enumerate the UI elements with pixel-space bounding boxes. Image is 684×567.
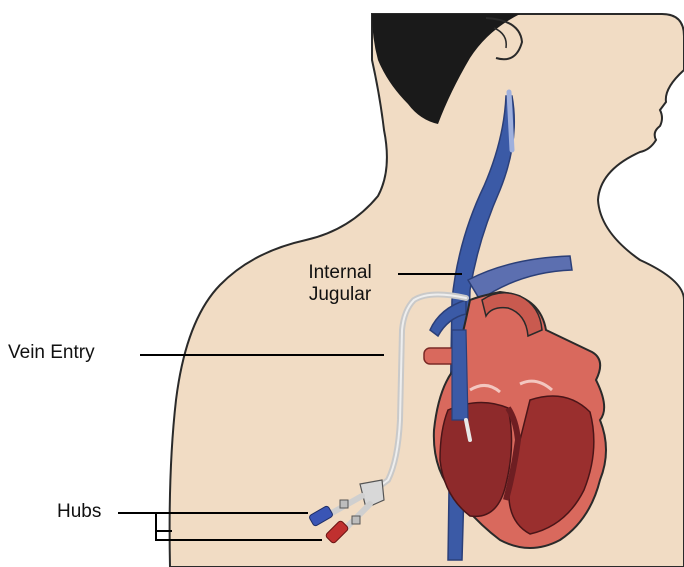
vein-entry-label: Vein Entry <box>8 342 95 364</box>
superior-vena-cava <box>452 330 468 420</box>
internal-jugular-label-line2: Jugular <box>296 284 384 306</box>
hubs-label: Hubs <box>57 501 101 523</box>
internal-jugular-label-line1: Internal <box>296 262 384 284</box>
clamp-red <box>352 516 360 524</box>
catheter-upper-segment <box>509 92 512 150</box>
clamp-blue <box>340 500 348 508</box>
internal-jugular-label: Internal Jugular <box>296 262 384 306</box>
